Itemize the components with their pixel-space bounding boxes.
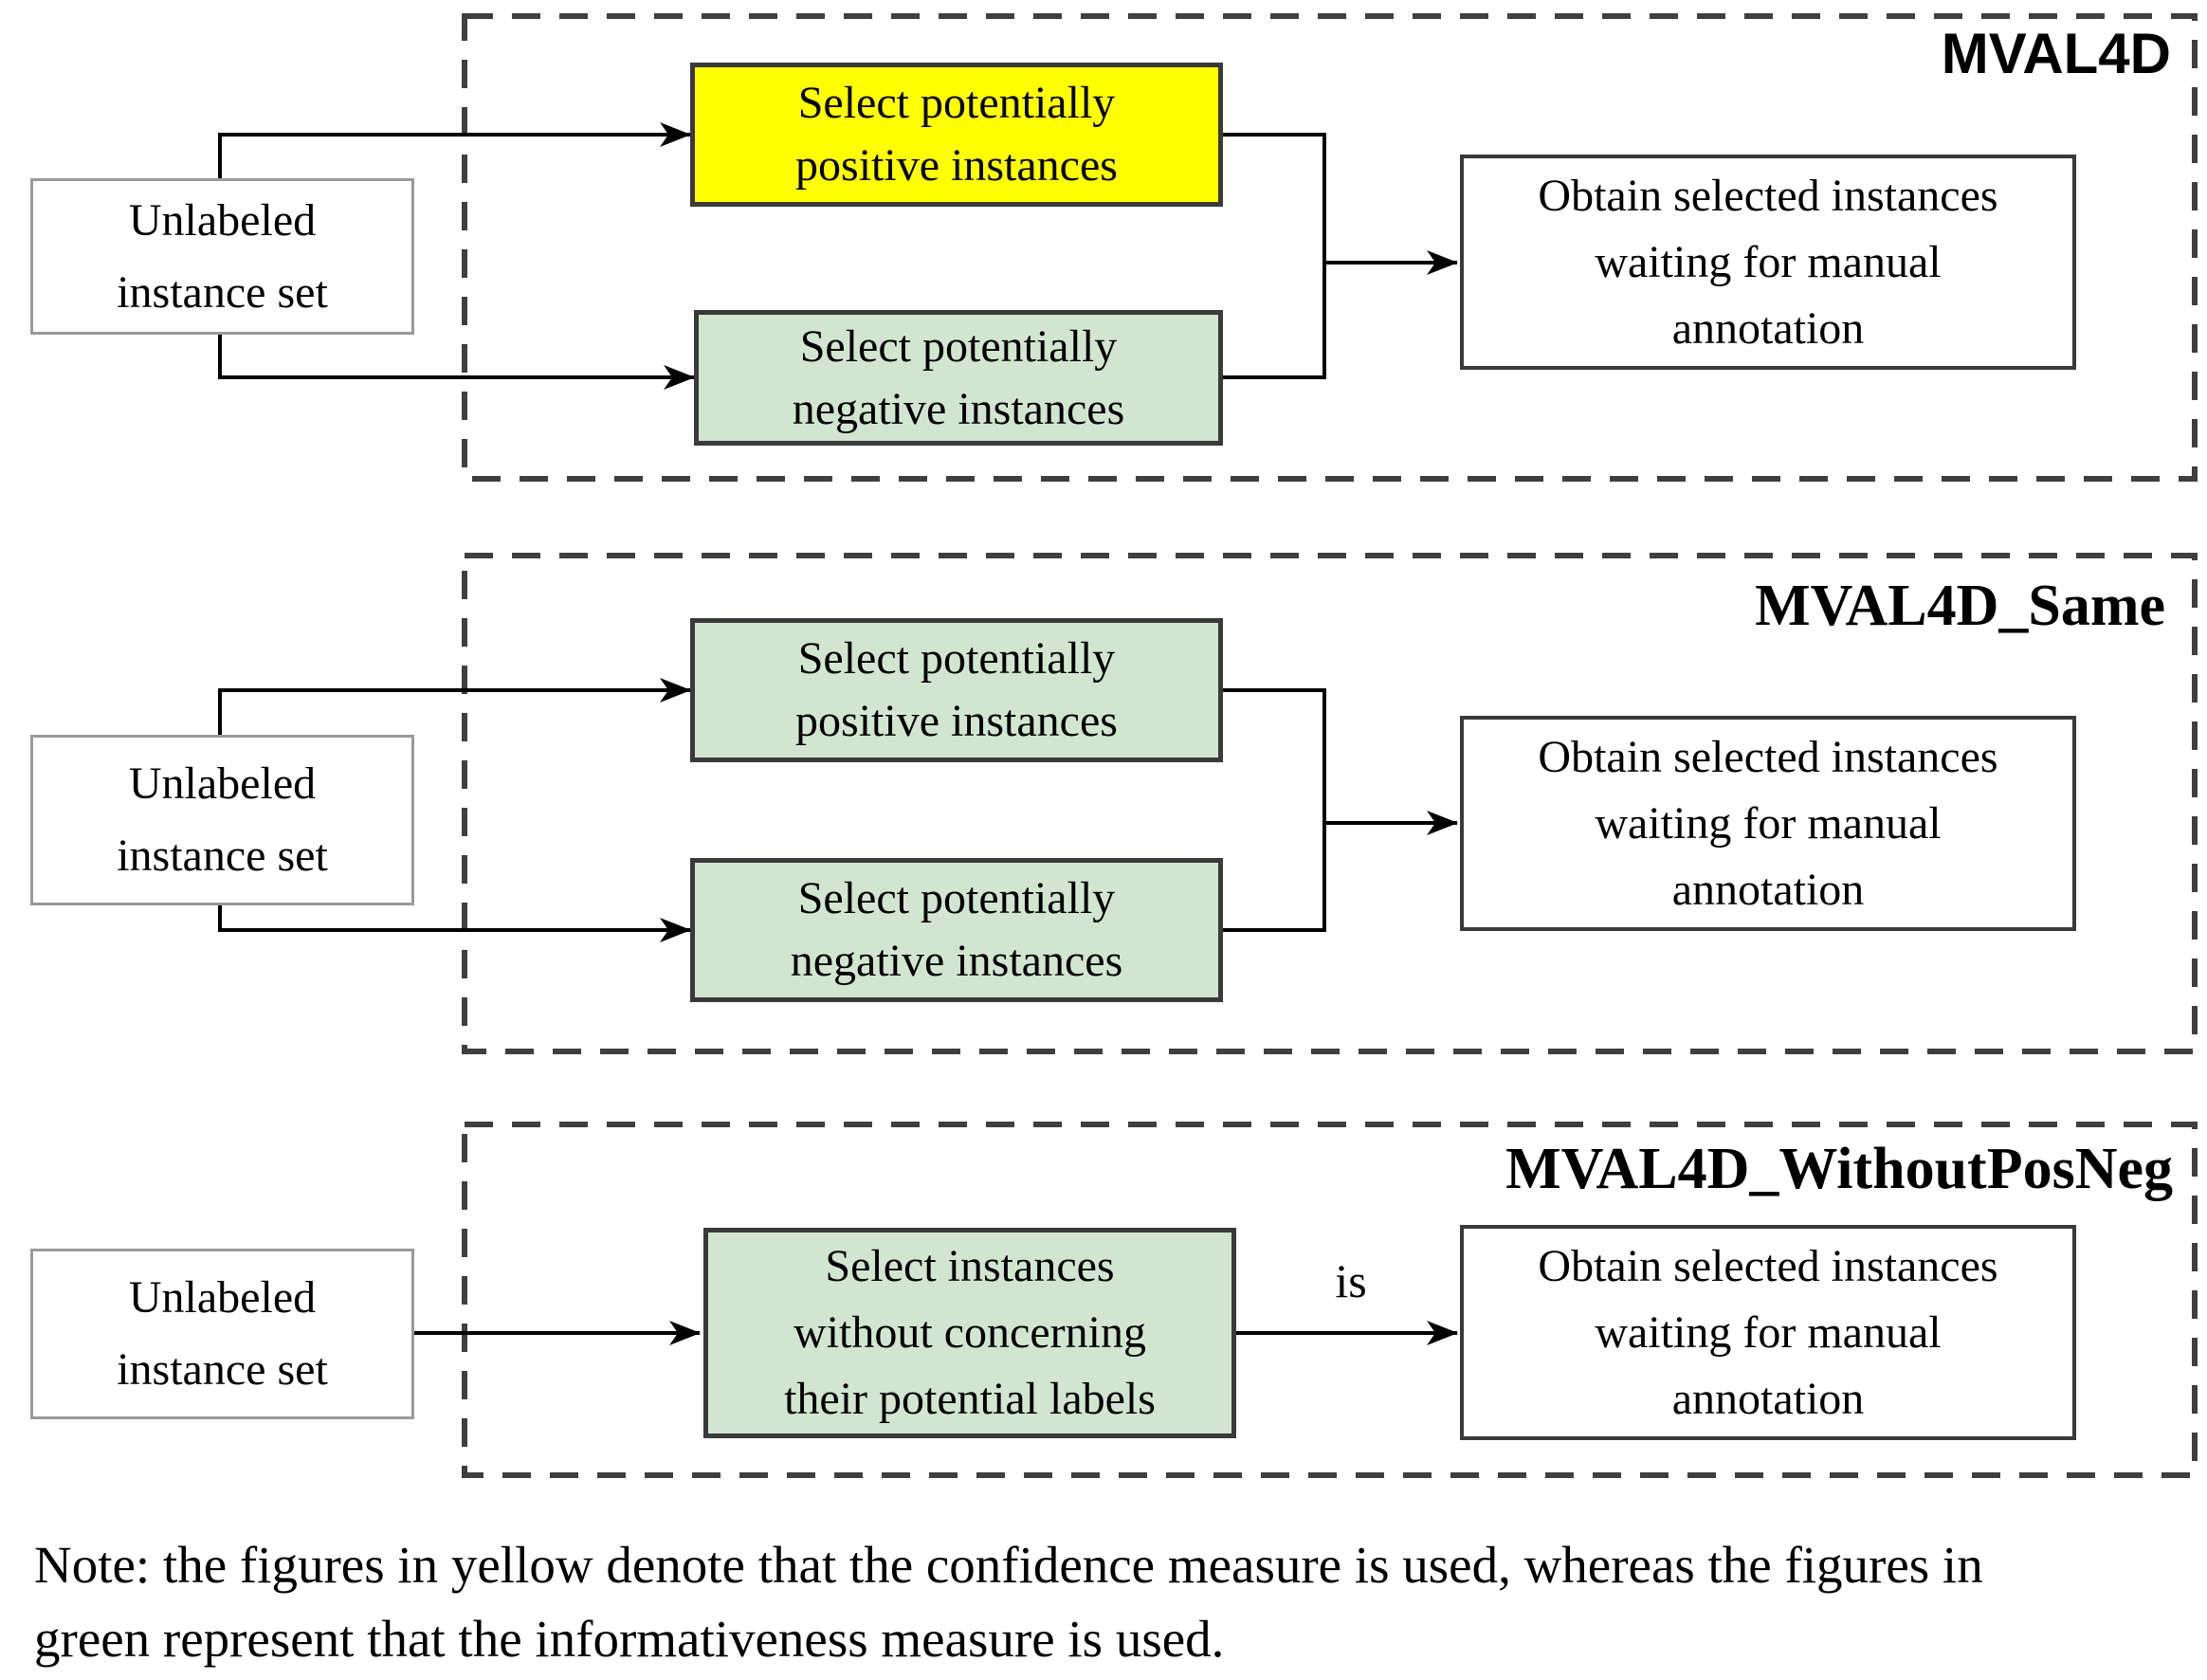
unlabeled-instance-set-box-3: Unlabeled instance set — [30, 1249, 414, 1419]
group-title-mval4d-withoutposneg: MVAL4D_WithoutPosNeg — [1505, 1137, 2173, 1201]
step-label-line: Select potentially — [797, 633, 1116, 684]
obtain-instances-box-1: Obtain selected instances waiting for ma… — [1460, 155, 2076, 370]
step-label-line: Select potentially — [797, 78, 1116, 128]
step-label-line: negative instances — [792, 383, 1125, 434]
output-label-line: annotation — [1671, 864, 1865, 915]
group-title-mval4d-same: MVAL4D_Same — [1755, 574, 2165, 638]
legend-note-line: Note: the figures in yellow denote that … — [34, 1536, 1983, 1594]
group-title-mval4d: MVAL4D — [1941, 22, 2171, 85]
unlabeled-instance-set-box-1: Unlabeled instance set — [30, 178, 414, 335]
output-label-line: waiting for manual — [1595, 797, 1942, 849]
select-without-posneg-box: Select instances without concerning thei… — [703, 1228, 1236, 1438]
source-label-line: instance set — [117, 831, 328, 881]
arrow-edge-label-is: is — [1335, 1254, 1367, 1307]
output-label-line: annotation — [1671, 1373, 1865, 1424]
source-label-line: Unlabeled — [128, 194, 317, 246]
step-label-line: positive instances — [795, 696, 1118, 746]
select-positive-box-2: Select potentially positive instances — [690, 618, 1223, 762]
step-label-line: Select potentially — [797, 873, 1116, 923]
step-label-line: positive instances — [795, 140, 1118, 191]
output-label-line: Obtain selected instances — [1538, 731, 1998, 782]
legend-note-line: green represent that the informativeness… — [34, 1610, 1225, 1668]
output-label-line: waiting for manual — [1595, 236, 1942, 287]
mval4d-same-dashed-border — [462, 553, 2198, 1054]
step-label-line: Select potentially — [799, 320, 1118, 372]
source-label-line: instance set — [117, 1344, 328, 1395]
mval4d-withoutposneg-dashed-border — [462, 1122, 2198, 1478]
obtain-instances-box-3: Obtain selected instances waiting for ma… — [1460, 1225, 2076, 1440]
legend-note: Note: the figures in yellow denote that … — [34, 1528, 2186, 1676]
step-label-line: negative instances — [790, 936, 1123, 986]
unlabeled-instance-set-box-2: Unlabeled instance set — [30, 735, 414, 905]
select-negative-box-2: Select potentially negative instances — [690, 858, 1223, 1002]
source-label-line: instance set — [117, 266, 328, 318]
output-label-line: annotation — [1671, 302, 1865, 354]
output-label-line: Obtain selected instances — [1538, 170, 1998, 221]
obtain-instances-box-2: Obtain selected instances waiting for ma… — [1460, 716, 2076, 931]
source-label-line: Unlabeled — [128, 1272, 317, 1323]
source-label-line: Unlabeled — [128, 758, 317, 809]
section2-connectors — [218, 678, 1458, 942]
section1-connectors — [218, 122, 1458, 390]
output-label-line: Obtain selected instances — [1538, 1240, 1998, 1291]
select-positive-box-1: Select potentially positive instances — [690, 63, 1223, 207]
step-label-line: without concerning — [793, 1307, 1146, 1358]
select-negative-box-1: Select potentially negative instances — [694, 310, 1223, 446]
output-label-line: waiting for manual — [1595, 1306, 1942, 1358]
step-label-line: Select instances — [825, 1241, 1115, 1291]
step-label-line: their potential labels — [784, 1374, 1156, 1424]
mval4d-dashed-border — [462, 13, 2198, 482]
